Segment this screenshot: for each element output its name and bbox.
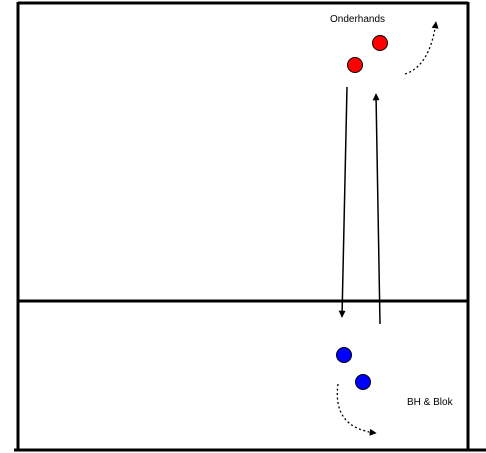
player-blue-1	[336, 347, 352, 363]
move-arrow-top	[404, 21, 439, 75]
player-blue-2	[355, 374, 371, 390]
player-red-1	[372, 35, 388, 51]
label-bottom-group: BH & Blok	[407, 397, 454, 408]
pass-arrow-down	[338, 86, 348, 318]
player-red-2	[347, 57, 363, 73]
label-top-group: Onderhands	[330, 14, 385, 25]
pass-arrow-up	[372, 93, 381, 325]
move-arrow-bottom	[336, 383, 377, 436]
